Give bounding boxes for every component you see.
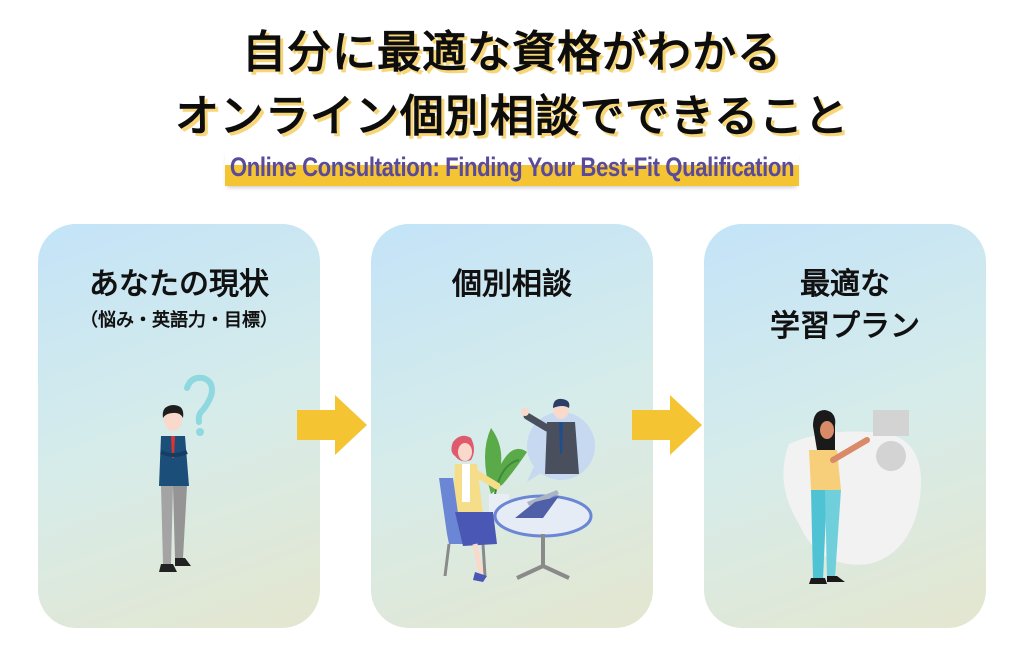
arrow-right-icon: [297, 395, 367, 455]
main-title-line-2: オンライン個別相談でできること: [174, 91, 850, 142]
step-1-title: あなたの現状: [89, 267, 269, 302]
step-3-title-line-2: 学習プラン: [770, 309, 920, 344]
english-subtitle: Online Consultation: Finding Your Best-F…: [224, 148, 799, 186]
step-card-consultation: 個別相談: [371, 224, 653, 628]
consultation-meeting-icon: [439, 398, 595, 582]
thinking-man-icon: [159, 374, 215, 572]
subtitle-container: Online Consultation: Finding Your Best-F…: [0, 148, 1024, 186]
step-card-current-status: あなたの現状 （悩み・英語力・目標）: [38, 224, 320, 628]
step-3-title: 最適な 学習プラン: [704, 264, 986, 348]
arrow-right-icon: [632, 395, 702, 455]
main-title-line-1: 自分に最適な資格がわかる: [242, 27, 782, 78]
step-1-subtitle: （悩み・英語力・目標）: [80, 310, 278, 331]
step-3-title-line-1: 最適な: [800, 267, 890, 302]
woman-presenting-icon: [783, 410, 921, 584]
step-2-title: 個別相談: [452, 267, 572, 302]
step-card-learning-plan: 最適な 学習プラン: [704, 224, 986, 628]
